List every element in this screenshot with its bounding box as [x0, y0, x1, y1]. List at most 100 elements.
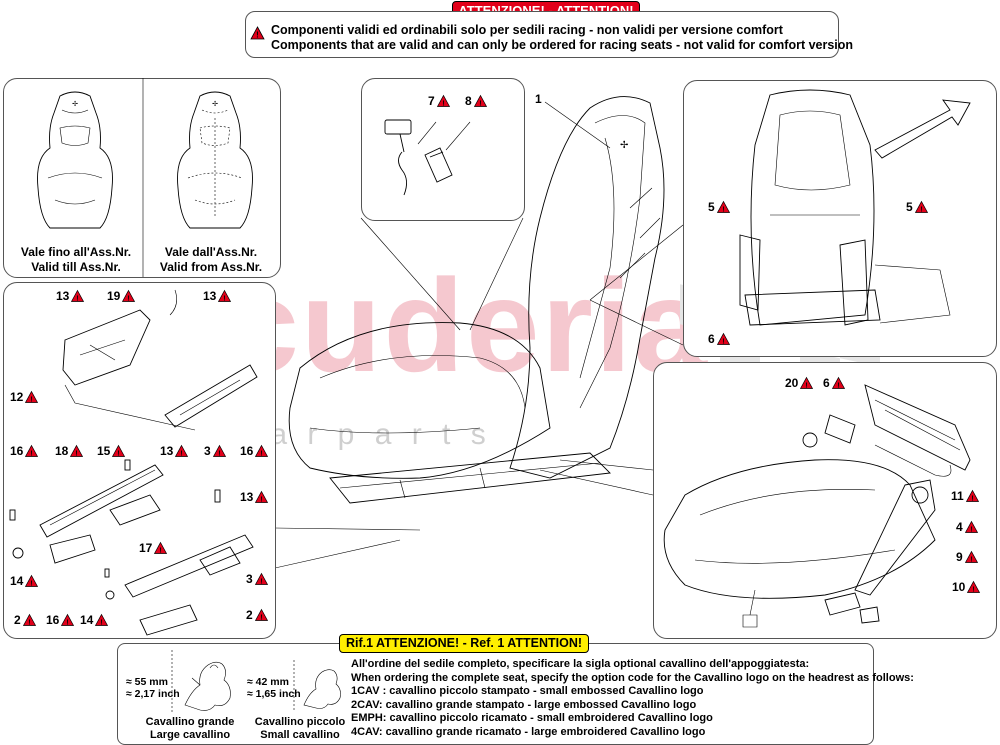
svg-text:!: ! — [971, 496, 973, 503]
svg-text:!: ! — [31, 397, 33, 404]
large-cavallino-caption: Cavallino grande Large cavallino — [140, 716, 240, 742]
large-cavallino-logo — [171, 650, 231, 714]
callout-8: 8! — [465, 94, 487, 108]
callout-2-a: 2! — [14, 613, 36, 627]
svg-text:!: ! — [31, 581, 33, 588]
seat-front-old-drawing: ✢ — [37, 91, 113, 229]
callout-9: 9! — [956, 550, 978, 564]
svg-text:!: ! — [260, 579, 262, 586]
svg-text:!: ! — [76, 451, 78, 458]
svg-text:!: ! — [256, 31, 259, 40]
large-dim-mm: ≈ 55 mm — [126, 676, 168, 688]
callout-13-d: 13! — [240, 490, 269, 504]
large-caption-it: Cavallino grande — [145, 716, 235, 728]
attention-note-box — [245, 11, 839, 58]
reference-banner: Rif.1 ATTENZIONE! - Ref. 1 ATTENTION! — [339, 634, 589, 653]
svg-text:!: ! — [160, 548, 162, 555]
svg-text:!: ! — [31, 451, 33, 458]
svg-text:!: ! — [970, 527, 972, 534]
svg-text:!: ! — [970, 557, 972, 564]
racing-seat-drawing: ✢ — [288, 96, 665, 504]
cushion-drawing — [663, 384, 971, 628]
svg-text:✢: ✢ — [620, 140, 628, 151]
attention-text-it: Componenti validi ed ordinabili solo per… — [271, 23, 783, 37]
svg-text:!: ! — [442, 101, 444, 108]
svg-text:!: ! — [261, 451, 263, 458]
svg-text:!: ! — [837, 383, 839, 390]
svg-text:!: ! — [260, 615, 262, 622]
seat-version-panel — [3, 78, 281, 278]
small-dim-in: ≈ 1,65 inch — [247, 688, 301, 700]
svg-text:!: ! — [722, 207, 724, 214]
svg-text:!: ! — [722, 339, 724, 346]
valid-from-en: Valid from Ass.Nr. — [159, 260, 263, 274]
seat-front-new-drawing: ✢ — [177, 91, 253, 229]
reference-line-4: 2CAV: cavallino grande stampato - large … — [351, 698, 697, 711]
backrest-rear-drawing — [739, 89, 971, 326]
reference-line-3: 1CAV : cavallino piccolo stampato - smal… — [351, 685, 704, 697]
valid-till-en: Valid till Ass.Nr. — [31, 260, 121, 274]
backrest-side-panel — [683, 80, 997, 357]
valid-from-caption: Vale dall'Ass.Nr. Valid from Ass.Nr. — [146, 245, 276, 275]
callout-6-top: 6! — [708, 332, 730, 346]
rail-parts-drawing — [9, 289, 258, 636]
callout-14-a: 14! — [10, 574, 39, 588]
svg-text:!: ! — [973, 587, 975, 594]
callout-4: 4! — [956, 520, 978, 534]
warning-icon: ! — [250, 26, 265, 40]
svg-text:✢: ✢ — [72, 100, 78, 108]
callout-18: 18! — [55, 444, 84, 458]
callout-10: 10! — [952, 580, 981, 594]
callout-15: 15! — [97, 444, 126, 458]
reference-line-5: EMPH: cavallino piccolo ricamato - small… — [351, 712, 713, 724]
callout-19: 19! — [107, 289, 136, 303]
reference-line-1: All'ordine del sedile completo, specific… — [351, 658, 810, 670]
callout-2-b: 2! — [246, 608, 268, 622]
valid-till-it: Vale fino all'Ass.Nr. — [20, 245, 132, 259]
svg-text:!: ! — [806, 383, 808, 390]
callout-3-a: 3! — [204, 444, 226, 458]
callout-17: 17! — [139, 541, 168, 555]
callout-5-right: 5! — [906, 200, 928, 214]
callout-16-b: 16! — [240, 444, 269, 458]
large-caption-en: Large cavallino — [149, 729, 231, 741]
valid-from-it: Vale dall'Ass.Nr. — [164, 245, 258, 259]
callout-6-bottom: 6! — [823, 376, 845, 390]
callout-20: 20! — [785, 376, 814, 390]
callout-13-c: 13! — [160, 444, 189, 458]
callout-13-b: 13! — [203, 289, 232, 303]
svg-text:!: ! — [218, 451, 220, 458]
callout-3-b: 3! — [246, 572, 268, 586]
callout-13-a: 13! — [56, 289, 85, 303]
valid-till-caption: Vale fino all'Ass.Nr. Valid till Ass.Nr. — [12, 245, 140, 275]
callout-14-b: 14! — [80, 613, 109, 627]
callout-11: 11! — [951, 489, 979, 503]
callout-5-left: 5! — [708, 200, 730, 214]
small-caption-it: Cavallino piccolo — [254, 716, 346, 728]
large-dim-in: ≈ 2,17 inch — [126, 688, 180, 700]
callout-16-a: 16! — [10, 444, 39, 458]
svg-text:!: ! — [77, 296, 79, 303]
svg-text:!: ! — [101, 620, 103, 627]
svg-text:!: ! — [128, 296, 130, 303]
callout-1: 1 — [535, 92, 542, 106]
reference-instructions: All'ordine del sedile completo, specific… — [351, 658, 914, 739]
reference-line-6: 4CAV: cavallino grande ricamato - large … — [351, 725, 706, 738]
small-cavallino-logo — [293, 660, 341, 710]
small-cavallino-caption: Cavallino piccolo Small cavallino — [250, 716, 350, 742]
reference-line-2: When ordering the complete seat, specify… — [351, 671, 914, 684]
small-dim-mm: ≈ 42 mm — [247, 676, 289, 688]
small-caption-en: Small cavallino — [260, 729, 340, 741]
rails-parts-panel — [3, 282, 276, 639]
svg-text:!: ! — [224, 296, 226, 303]
svg-text:!: ! — [261, 497, 263, 504]
callout-7: 7! — [428, 94, 450, 108]
svg-text:!: ! — [118, 451, 120, 458]
attention-text-en: Components that are valid and can only b… — [271, 38, 854, 52]
callout-12: 12! — [10, 390, 39, 404]
svg-text:!: ! — [67, 620, 69, 627]
svg-text:!: ! — [920, 207, 922, 214]
svg-text:!: ! — [28, 620, 30, 627]
